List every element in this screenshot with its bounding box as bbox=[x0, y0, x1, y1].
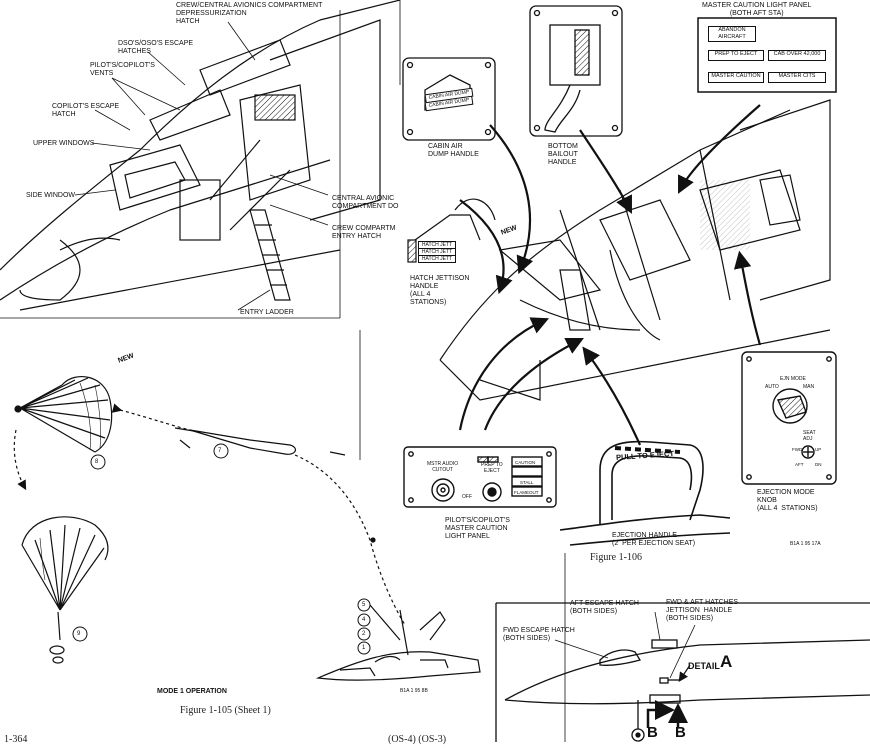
right-figure-code: B1A 1 95 17A bbox=[790, 541, 821, 547]
ejection-mode-knob-label: EJECTION MODE KNOB (ALL 4 STATIONS) bbox=[757, 489, 818, 512]
ejn-man: MAN bbox=[803, 384, 815, 390]
ejn-seat-adj: SEAT ADJ bbox=[803, 430, 816, 442]
top-left-cockpit-drawing bbox=[0, 0, 401, 319]
pilot-caution-panel bbox=[403, 446, 557, 508]
jettison-handle-label: FWD & AFT HATCHES JETTISON HANDLE (BOTH … bbox=[666, 599, 739, 622]
master-caution-panel bbox=[697, 17, 837, 93]
label-copilot-escape-hatch: COPILOT'S ESCAPE HATCH bbox=[52, 103, 120, 118]
step-4: 4 bbox=[362, 617, 366, 623]
mode-1-operation-title: MODE 1 OPERATION bbox=[157, 688, 227, 695]
label-central-avionic-door: CENTRAL AVIONIC COMPARTMENT DO bbox=[332, 195, 399, 210]
ejection-handle-label: EJECTION HANDLE (2 PER EJECTION SEAT) bbox=[612, 532, 696, 547]
panel-flameout: FLAMEOUT bbox=[514, 490, 539, 495]
cab-over-light: CAB OVER 42,000 bbox=[768, 50, 826, 61]
detail-a-drawing bbox=[495, 602, 870, 742]
ejn-dn: DN bbox=[815, 462, 822, 467]
label-side-window: SIDE WINDOW bbox=[26, 192, 75, 199]
fwd-escape-hatch-label: FWD ESCAPE HATCH (BOTH SIDES) bbox=[503, 627, 575, 642]
step-7: 7 bbox=[218, 448, 222, 454]
section-b-right: B bbox=[675, 724, 686, 741]
figure-105-caption: Figure 1-105 (Sheet 1) bbox=[180, 705, 271, 716]
ejn-up: UP bbox=[815, 447, 822, 452]
os-code: (OS-4) (OS-3) bbox=[388, 734, 447, 745]
label-depressurization-hatch: CREW/CENTRAL AVIONICS COMPARTMENT DEPRES… bbox=[176, 2, 323, 25]
section-b-left: B bbox=[647, 724, 658, 741]
panel-caution-small: CAUTION bbox=[515, 460, 536, 465]
step-1: 1 bbox=[362, 645, 366, 651]
ejn-fwd: FWD bbox=[792, 447, 803, 452]
label-vents: PILOT'S/COPILOT'S VENTS bbox=[90, 62, 155, 77]
ejn-mode-title: EJN MODE bbox=[780, 376, 806, 382]
left-figure-code: B1A 1 95 8B bbox=[400, 688, 428, 694]
mstr-audio-cutout: MSTR AUDIO CUTOUT bbox=[427, 461, 459, 473]
panel-stall: STALL bbox=[520, 480, 534, 485]
master-caution-title: MASTER CAUTION LIGHT PANEL (BOTH AFT STA… bbox=[702, 2, 812, 17]
panel-off-text: OFF bbox=[462, 494, 472, 500]
prep-to-eject-panel-text: PREP TO EJECT bbox=[481, 462, 503, 474]
step-2: 2 bbox=[362, 631, 366, 637]
hatch-jett-strip-3: HATCH JETT bbox=[418, 255, 456, 263]
detail-letter: A bbox=[720, 652, 733, 671]
label-upper-windows: UPPER WINDOWS bbox=[33, 140, 95, 147]
hatch-jettison-label: HATCH JETTISON HANDLE (ALL 4 STATIONS) bbox=[410, 275, 470, 306]
ejn-auto: AUTO bbox=[765, 384, 779, 390]
step-5: 5 bbox=[362, 602, 366, 608]
step-8: 8 bbox=[95, 459, 99, 465]
hatch-jettison-inset bbox=[407, 198, 496, 263]
right-frame-lines bbox=[399, 0, 566, 742]
step-9: 9 bbox=[77, 631, 81, 637]
ejn-aft: AFT bbox=[795, 462, 804, 467]
top-right-cockpit-drawing bbox=[439, 99, 831, 401]
ejection-mode-knob-drawing bbox=[741, 351, 837, 485]
parachute-sequence-drawing bbox=[13, 376, 481, 681]
bottom-bailout-label: BOTTOM BAILOUT HANDLE bbox=[548, 143, 578, 166]
prep-to-eject-light: PREP TO EJECT bbox=[708, 50, 764, 61]
page-number: 1-364 bbox=[4, 734, 28, 745]
label-entry-hatch: CREW COMPARTM ENTRY HATCH bbox=[332, 225, 396, 240]
pilot-caution-panel-label: PILOT'S/COPILOT'S MASTER CAUTION LIGHT P… bbox=[445, 517, 510, 540]
cabin-air-dump-label: CABIN AIR DUMP HANDLE bbox=[428, 143, 479, 158]
figure-106-caption: Figure 1-106 bbox=[590, 552, 642, 563]
master-caution-light: MASTER CAUTION bbox=[708, 72, 764, 83]
aft-escape-hatch-label: AFT ESCAPE HATCH (BOTH SIDES) bbox=[570, 600, 639, 615]
ejection-handle-drawing bbox=[559, 440, 731, 546]
detail-word: DETAIL bbox=[688, 661, 720, 671]
abandon-aircraft-light: ABANDON AIRCRAFT bbox=[708, 26, 756, 42]
master-cits-light: MASTER CITS bbox=[768, 72, 826, 83]
top-right-curved-arrows bbox=[458, 104, 762, 446]
detail-a-arrows bbox=[554, 611, 696, 728]
label-entry-ladder: ENTRY LADDER bbox=[240, 309, 294, 316]
label-escape-hatches: DSO'S/OSO'S ESCAPE HATCHES bbox=[118, 40, 194, 55]
bottom-bailout-inset bbox=[529, 5, 623, 137]
top-left-leader-lines bbox=[74, 21, 329, 311]
number-circles bbox=[72, 443, 371, 655]
